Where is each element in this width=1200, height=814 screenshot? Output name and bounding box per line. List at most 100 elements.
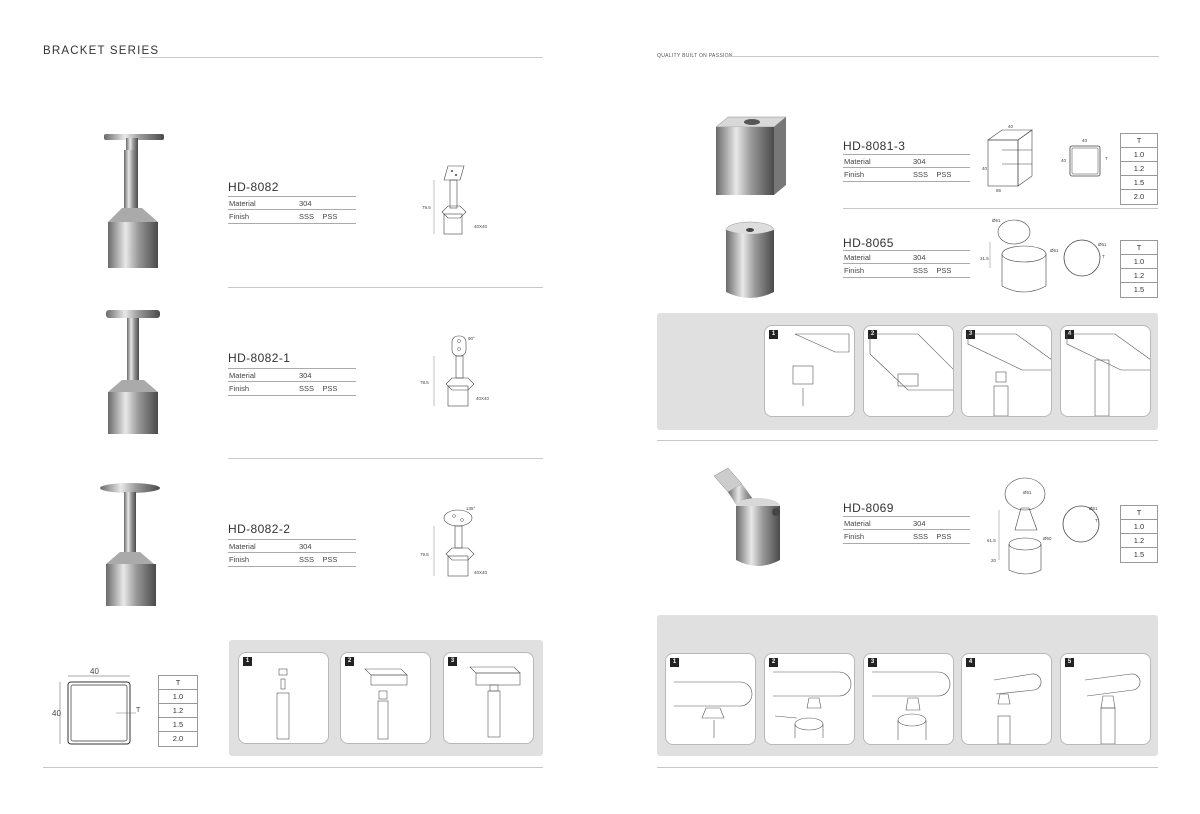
table-row: 1.5 (1121, 176, 1157, 190)
install-step-1: 1 (238, 652, 329, 744)
table-row: T (1121, 241, 1157, 255)
install-step-4: 4 (1060, 325, 1151, 417)
square-profile-drawing: 40 40 T (52, 667, 141, 745)
install-step-1: 1 (665, 653, 756, 745)
spec-label: Finish (844, 266, 865, 275)
thickness-table: T 1.0 1.2 1.5 2.0 (158, 675, 198, 747)
dim-diameter-top: Ø51 (992, 218, 1001, 223)
spec-label: Material (229, 371, 256, 380)
step-number: 4 (966, 658, 975, 667)
step-illustration (469, 666, 521, 738)
spec-row-material: Material 304 (843, 516, 970, 530)
dim-thickness: T (1102, 254, 1105, 259)
step-number: 2 (769, 658, 778, 667)
section-rule (843, 208, 1158, 209)
step-number: 2 (345, 657, 354, 666)
spec-row-material: Material 304 (228, 368, 356, 382)
installation-steps-panel-bottom: 1 2 3 4 5 (657, 615, 1158, 756)
thickness-table-hd-8069: T 1.0 1.2 1.5 (1120, 505, 1158, 563)
table-row: 1.5 (1133, 550, 1145, 559)
spec-label: Material (229, 199, 256, 208)
install-step-3: 3 (961, 325, 1052, 417)
model-name-hd-8082: HD-8082 (228, 180, 279, 194)
install-step-4: 4 (961, 653, 1052, 745)
step-illustration (792, 333, 850, 406)
table-row: 1.0 (1121, 520, 1157, 534)
dim-base: 40X40 (474, 570, 488, 575)
step-illustration (1084, 673, 1141, 744)
spec-row-finish: Finish SSS PSS (228, 553, 356, 567)
spec-label: Finish (844, 170, 865, 179)
spec-label: Material (229, 542, 256, 551)
spec-value: 304 (299, 542, 312, 551)
dim-base: 20 (991, 558, 997, 563)
drawing-hd-8082-1: 78.5 40X40 90° (420, 335, 490, 407)
step-illustration (967, 333, 1051, 416)
spec-value: 304 (299, 371, 312, 380)
table-row: T (1121, 506, 1157, 520)
step-number: 5 (1065, 658, 1074, 667)
dim-height: 31.5 (980, 256, 989, 261)
install-step-5: 5 (1060, 653, 1151, 745)
model-name-hd-8082-1: HD-8082-1 (228, 351, 291, 365)
table-row: T (1121, 134, 1157, 148)
dim-angle: 135° (466, 506, 476, 511)
spec-row-material: Material 304 (843, 250, 970, 264)
spec-value: SSS PSS (913, 532, 952, 541)
product-photo-hd-8065 (725, 221, 775, 298)
spec-row-finish: Finish SSS PSS (843, 530, 970, 544)
step-illustration (674, 681, 753, 738)
spec-label: Finish (844, 532, 865, 541)
spec-row-finish: Finish SSS PSS (228, 210, 356, 224)
step-illustration (869, 333, 953, 391)
dim-diameter-top: Ø51 (1023, 490, 1032, 495)
header-rule (140, 57, 543, 58)
dim-angle: 90° (468, 336, 475, 341)
step-number: 1 (769, 330, 778, 339)
table-row: 1.5 (159, 718, 197, 732)
dim-thickness: T (1105, 156, 1108, 161)
spec-row-finish: Finish SSS PSS (843, 264, 970, 278)
product-photo-hd-8082 (104, 134, 164, 268)
model-name-hd-8065: HD-8065 (843, 236, 894, 250)
table-row: 2.0 (172, 734, 184, 743)
step-number: 3 (448, 657, 457, 666)
dim-profile-width: 40 (1082, 138, 1088, 143)
section-rule (228, 287, 543, 288)
footer-rule (657, 767, 1158, 768)
spec-row-material: Material 304 (843, 154, 970, 168)
step-illustration (276, 668, 290, 740)
spec-value: SSS PSS (299, 212, 338, 221)
spec-label: Finish (229, 212, 250, 221)
dim-tube-diameter: Ø51 (1089, 506, 1098, 511)
section-rule (657, 440, 1158, 441)
tagline: QUALITY BUILT ON PASSION (657, 53, 733, 59)
dim-top: 40 (1008, 124, 1014, 129)
install-step-3: 3 (443, 652, 534, 744)
drawing-hd-8082: 79.5 40X40 (422, 165, 488, 235)
dim-diameter-body: Ø50 (1043, 536, 1052, 541)
dim-height: 61.5 (987, 538, 996, 543)
spec-value: SSS PSS (913, 266, 952, 275)
dim-thickness: T (136, 707, 141, 714)
thickness-table-hd-8081-3: T 1.0 1.2 1.5 2.0 (1120, 133, 1158, 205)
table-row: 1.2 (159, 704, 197, 718)
table-row: 1.5 (1133, 285, 1145, 294)
table-row: 1.2 (1121, 269, 1157, 283)
dim-profile-height: 40 (1061, 158, 1067, 163)
spec-value: SSS PSS (299, 384, 338, 393)
installation-steps-panel-top: 1 2 3 4 (657, 313, 1158, 430)
product-photo-hd-8081-3 (715, 116, 787, 195)
table-row: 1.2 (1121, 162, 1157, 176)
install-step-2: 2 (863, 325, 954, 417)
step-illustration (1066, 333, 1150, 416)
dim-tube-diameter: Ø51 (1098, 242, 1107, 247)
spec-value: 304 (913, 157, 926, 166)
table-row: 2.0 (1133, 192, 1145, 201)
header-rule (727, 56, 1159, 57)
table-row: T (159, 676, 197, 690)
spec-value: 304 (913, 253, 926, 262)
drawing-hd-8065: Ø51 31.5 Ø51 Ø51 T (980, 218, 1107, 293)
spec-label: Material (844, 157, 871, 166)
spec-label: Finish (229, 384, 250, 393)
